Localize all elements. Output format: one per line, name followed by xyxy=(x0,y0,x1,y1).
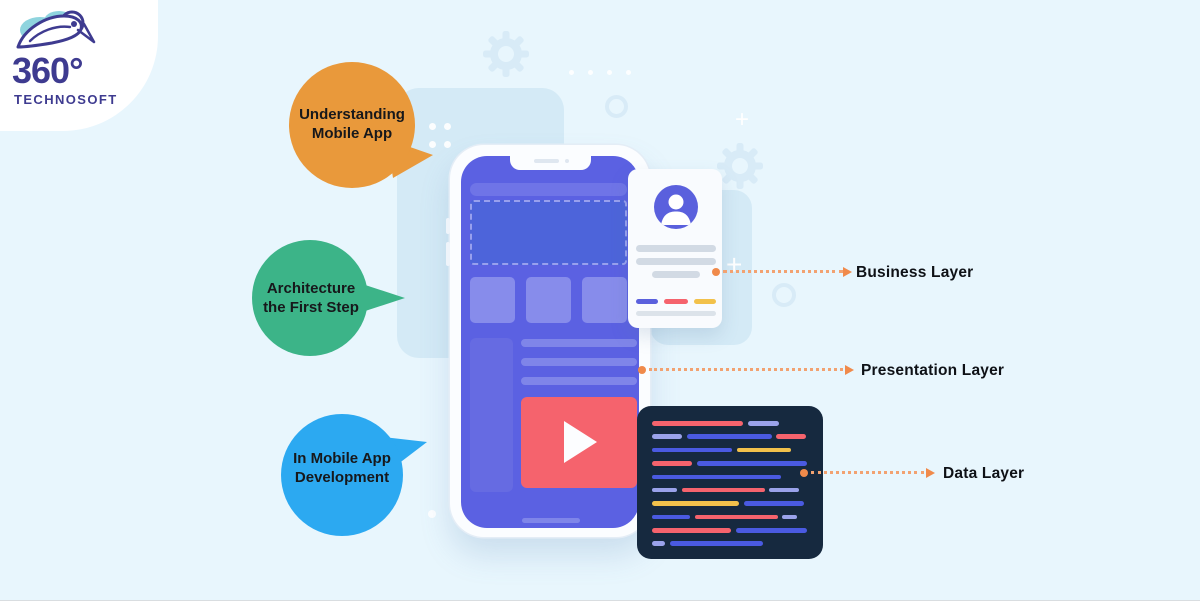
code-line xyxy=(652,487,808,493)
brand-name: 360° xyxy=(12,50,83,91)
code-line xyxy=(652,474,808,479)
text-line-placeholder xyxy=(521,377,637,385)
arrow-icon xyxy=(926,468,935,478)
bubble-line: Understanding xyxy=(299,106,405,123)
phone-side-button xyxy=(446,218,450,234)
grid-tile-placeholder xyxy=(526,277,571,323)
bubble-line: Development xyxy=(294,468,390,486)
speech-bubble-development xyxy=(281,414,427,536)
code-line xyxy=(652,447,808,453)
connector-line-data xyxy=(811,471,924,474)
card-text-placeholder xyxy=(636,245,716,252)
status-bar-placeholder xyxy=(470,183,627,196)
home-indicator xyxy=(522,518,580,523)
code-line xyxy=(652,514,808,520)
bubble-text: In Mobile App Development xyxy=(281,450,403,487)
gear-icon xyxy=(717,143,763,189)
code-panel-lines xyxy=(637,406,823,559)
text-line-placeholder xyxy=(521,339,637,347)
card-tag-placeholder xyxy=(694,299,716,304)
bubble-text: Understanding Mobile App xyxy=(292,106,412,143)
hero-banner-placeholder xyxy=(470,200,627,265)
brand-subtitle: TECHNOSOFT xyxy=(14,92,118,107)
code-line xyxy=(652,501,808,506)
play-icon xyxy=(564,421,597,463)
label-presentation-layer: Presentation Layer xyxy=(861,362,1005,379)
bubble-text: Architecture the First Step xyxy=(250,280,372,317)
bubble-line: In Mobile App xyxy=(293,450,391,467)
dot-decoration xyxy=(428,510,436,518)
card-tag-placeholder xyxy=(664,299,688,304)
bird-logo-icon xyxy=(16,10,96,49)
dots-pattern xyxy=(429,123,456,150)
grid-tile-placeholder xyxy=(582,277,627,323)
card-text-placeholder xyxy=(636,258,716,265)
connector-dot-data xyxy=(800,469,808,477)
logo-badge: 360° TECHNOSOFT xyxy=(0,0,158,131)
card-text-placeholder xyxy=(652,271,700,278)
speaker-icon xyxy=(534,159,559,163)
arrow-icon xyxy=(845,365,854,375)
code-line xyxy=(652,461,808,466)
profile-card xyxy=(628,169,722,328)
text-line-placeholder xyxy=(521,358,637,366)
connector-dot-business xyxy=(712,268,720,276)
grid-tile-placeholder xyxy=(470,277,515,323)
connector-line-presentation xyxy=(649,368,843,371)
speech-bubble-architecture xyxy=(252,240,405,356)
card-tag-placeholder xyxy=(636,299,658,304)
sidebar-placeholder xyxy=(470,338,513,492)
user-avatar-icon xyxy=(654,185,698,229)
bubble-line: the First Step xyxy=(263,298,359,316)
speech-bubble-understanding xyxy=(289,62,433,188)
bubble-line: Mobile App xyxy=(311,124,393,142)
connector-dot-presentation xyxy=(638,366,646,374)
label-business-layer: Business Layer xyxy=(856,264,974,281)
card-text-placeholder xyxy=(636,311,716,316)
arrow-icon xyxy=(843,267,852,277)
plus-icon: + xyxy=(735,106,750,133)
gear-icon xyxy=(483,31,529,77)
bubble-line: Architecture xyxy=(266,280,356,297)
phone-notch xyxy=(510,156,591,170)
connector-line-business xyxy=(723,270,843,273)
circle-decoration xyxy=(605,95,628,118)
dots-pattern xyxy=(569,70,631,78)
code-line xyxy=(652,434,808,439)
label-data-layer: Data Layer xyxy=(943,465,1025,482)
code-line xyxy=(652,528,808,533)
code-line xyxy=(652,541,808,546)
code-line xyxy=(652,421,808,426)
plus-icon: + xyxy=(726,249,743,280)
circle-decoration xyxy=(772,283,796,307)
camera-icon xyxy=(565,159,569,163)
phone-side-button xyxy=(446,242,450,266)
